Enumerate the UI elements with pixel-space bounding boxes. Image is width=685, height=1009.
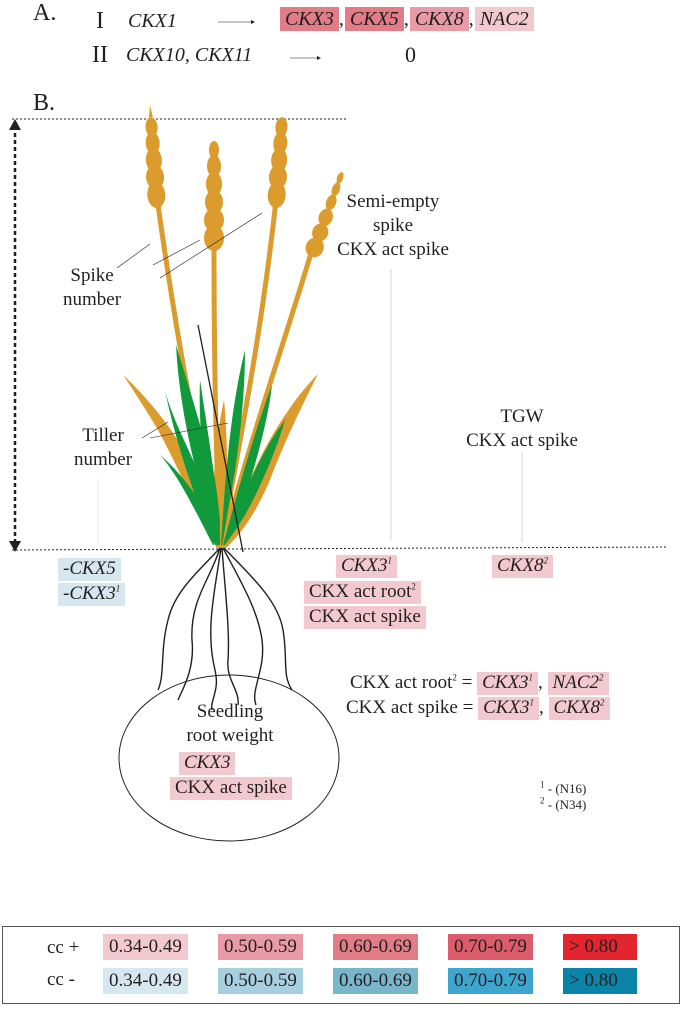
seedling-ckx-act-spike: CKX act spike bbox=[170, 777, 292, 800]
legend-label-negative: cc - bbox=[47, 969, 75, 990]
seedling-ellipse bbox=[118, 674, 340, 842]
semi-empty-ckx-act-root: CKX act root2 bbox=[304, 581, 421, 604]
legend: cc + cc - 0.34-0.49 0.50-0.59 0.60-0.69 … bbox=[2, 926, 680, 1004]
pointer-arrows bbox=[97, 212, 523, 545]
green-leaves bbox=[160, 345, 285, 545]
tiller-gene-ckx3: -CKX31 bbox=[58, 583, 126, 606]
legend-pos-4: 0.70-0.79 bbox=[448, 934, 533, 960]
row-i-genes: CKX1 bbox=[128, 10, 177, 32]
legend-neg-5: > 0.80 bbox=[563, 968, 637, 994]
spike-2 bbox=[204, 141, 224, 251]
footnote-2: 2 - (N34) bbox=[540, 795, 587, 812]
gene-box-ckx5: CKX5 bbox=[344, 7, 404, 31]
gene-box-ckx8: CKX8 bbox=[409, 7, 469, 31]
spike-1 bbox=[145, 105, 166, 209]
equation-act-root: CKX act root2 = CKX31, NAC22 bbox=[350, 672, 609, 695]
legend-pos-1: 0.34-0.49 bbox=[103, 934, 188, 960]
gene-box-nac2: NAC2 bbox=[474, 7, 534, 31]
row-i-result: CKX3, CKX5, CKX8, NAC2 bbox=[280, 7, 534, 35]
spike-semi-empty bbox=[305, 172, 344, 258]
legend-label-positive: cc + bbox=[47, 937, 80, 958]
seedling-gene-ckx3: CKX3 bbox=[179, 752, 236, 775]
legend-pos-5: > 0.80 bbox=[563, 934, 637, 960]
legend-pos-2: 0.50-0.59 bbox=[218, 934, 303, 960]
row-ii-arrow bbox=[290, 56, 321, 60]
panel-a-label: A. bbox=[33, 0, 57, 26]
panel-b-label: B. bbox=[33, 90, 56, 116]
row-ii-numeral: II bbox=[92, 42, 108, 68]
wheat-plant-illustration bbox=[9, 105, 669, 842]
spike-3 bbox=[267, 117, 288, 209]
legend-pos-3: 0.60-0.69 bbox=[333, 934, 418, 960]
ground-dotted-line bbox=[11, 546, 669, 551]
spikes bbox=[145, 105, 344, 258]
legend-neg-2: 0.50-0.59 bbox=[218, 968, 303, 994]
row-i-arrow bbox=[218, 20, 255, 24]
gene-box-ckx3: CKX3 bbox=[280, 7, 339, 31]
row-ii-result: 0 bbox=[405, 42, 416, 67]
semi-empty-ckx-act-spike: CKX act spike bbox=[304, 606, 426, 629]
row-ii-genes: CKX10, CKX11 bbox=[126, 44, 253, 66]
footnote-1: 1 - (N16) bbox=[540, 779, 587, 796]
roots bbox=[157, 547, 293, 711]
legend-neg-3: 0.60-0.69 bbox=[333, 968, 418, 994]
legend-neg-1: 0.34-0.49 bbox=[103, 968, 188, 994]
legend-neg-4: 0.70-0.79 bbox=[448, 968, 533, 994]
tiller-gene-ckx5: -CKX5 bbox=[58, 558, 121, 581]
equation-act-spike: CKX act spike = CKX31, CKX82 bbox=[346, 697, 610, 720]
tgw-gene-ckx8: CKX82 bbox=[492, 555, 553, 578]
row-i-numeral: I bbox=[96, 8, 104, 34]
semi-empty-gene-ckx3: CKX31 bbox=[336, 555, 397, 578]
